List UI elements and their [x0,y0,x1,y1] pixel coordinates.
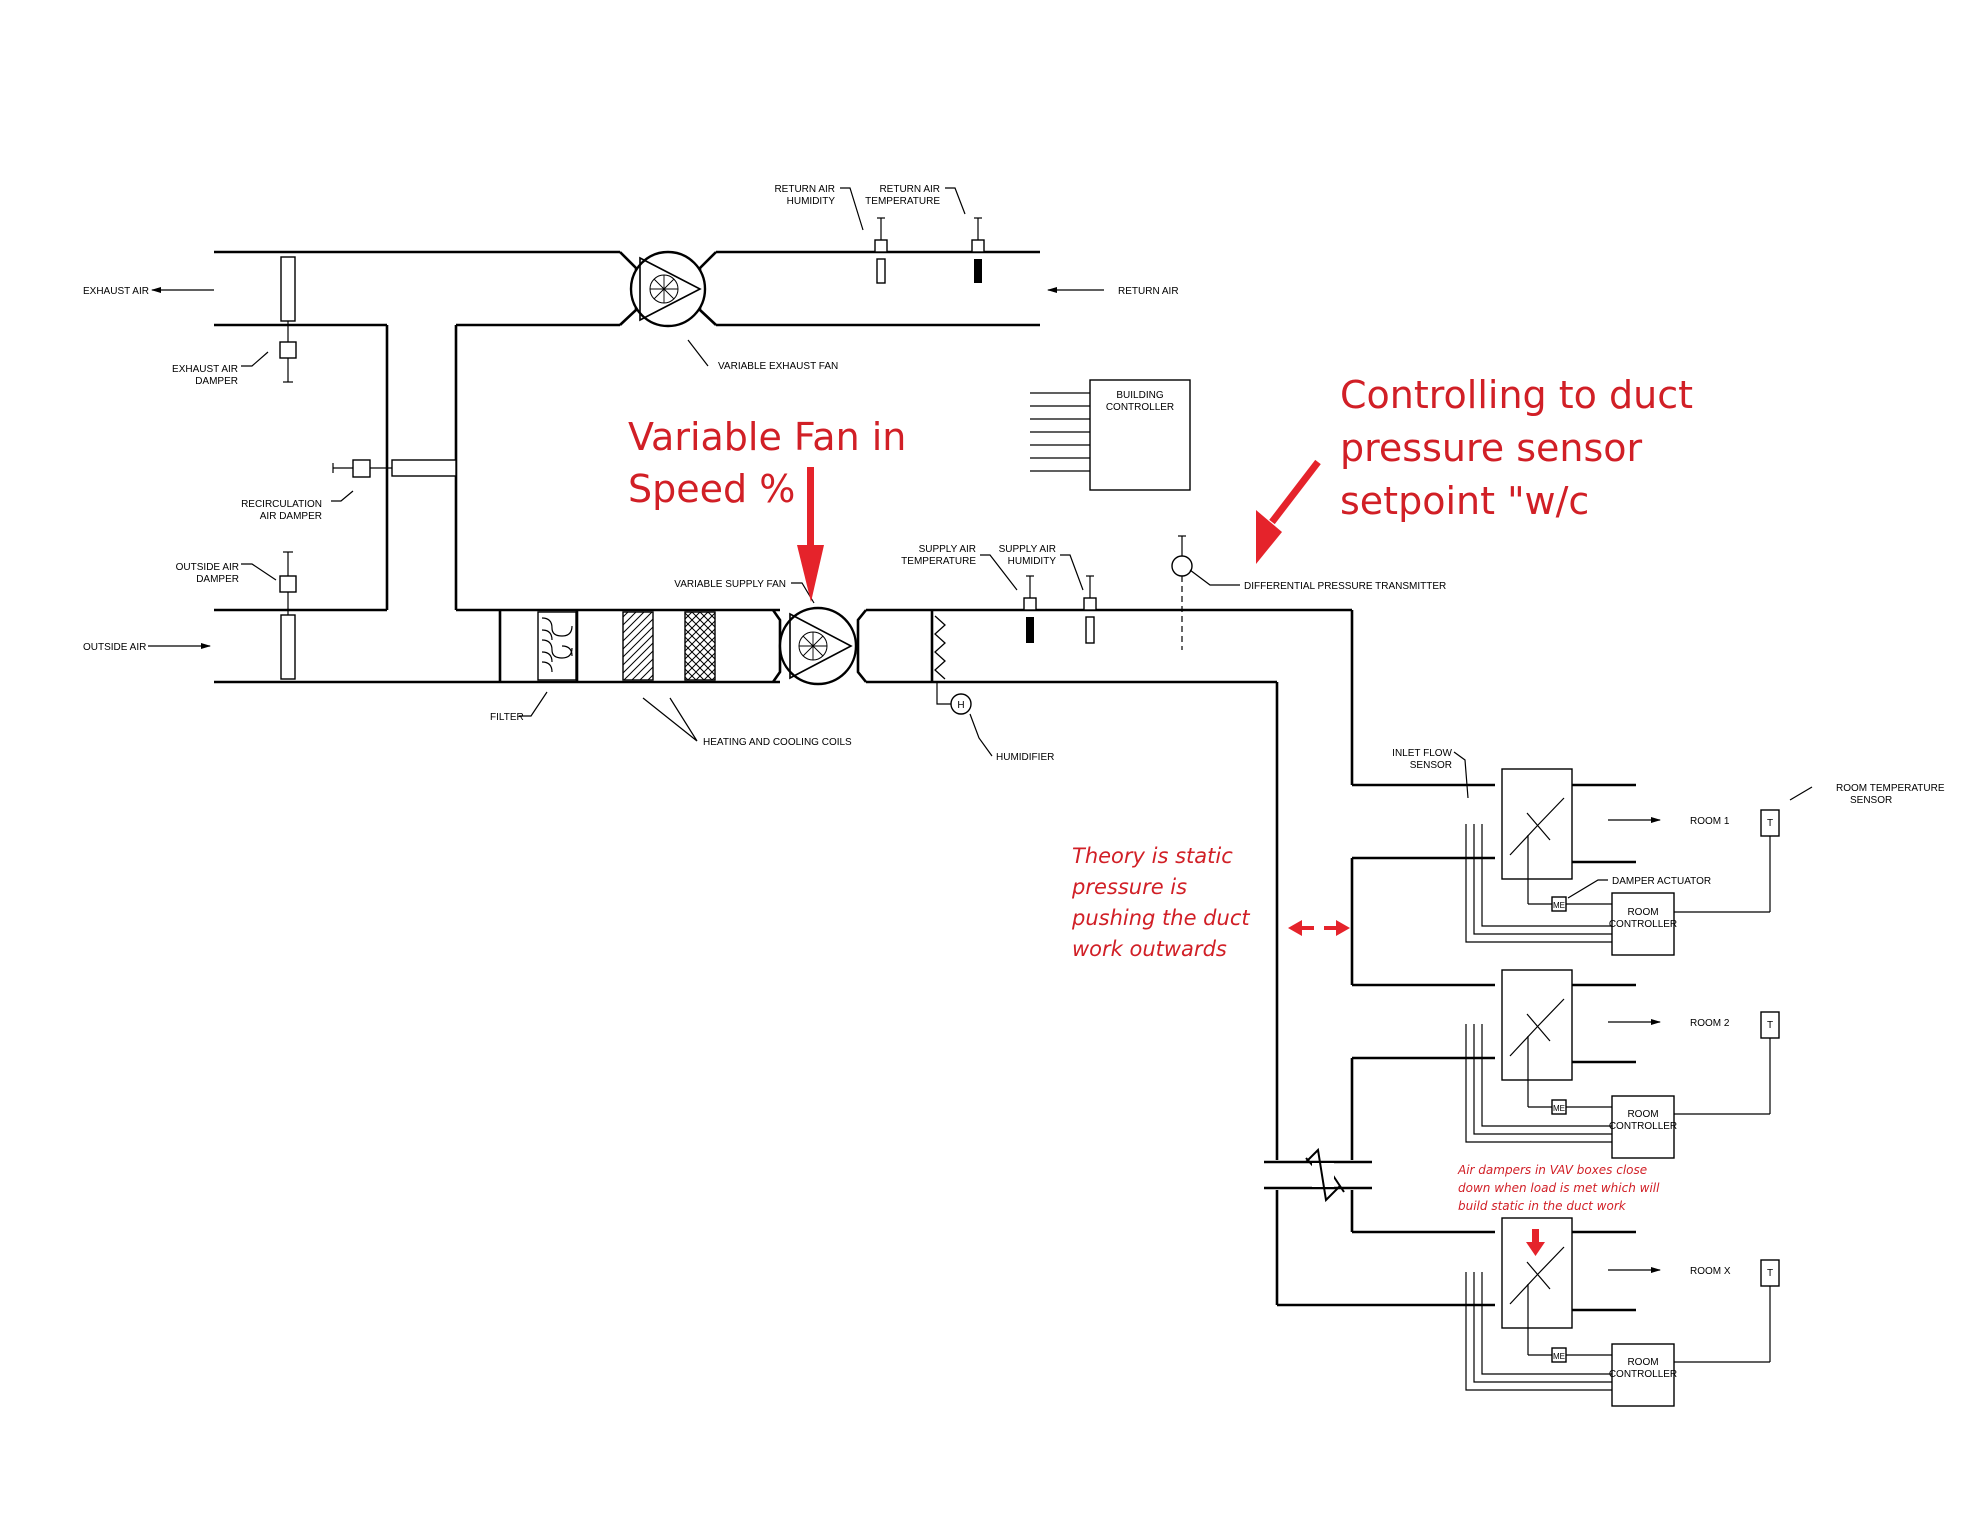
room-temperature-sensor-label-1: ROOM TEMPERATURE [1836,783,1945,794]
room-2-label: ROOM 2 [1690,1018,1730,1029]
inlet-flow-sensor-label-1: INLET FLOW [1392,748,1452,759]
building-controller-label-1: BUILDING [1116,390,1163,401]
filter-label: FILTER [490,712,524,723]
vav-box-room-2 [1465,969,1780,1159]
air-dampers-annotation-2: down when load is met which will [1458,1181,1660,1195]
return-air-temperature-sensor [971,217,985,283]
air-dampers-annotation-1: Air dampers in VAV boxes close [1457,1163,1647,1177]
exhaust-air-label: EXHAUST AIR [83,286,149,297]
theory-annotation-4: work outwards [1072,937,1227,961]
annotations: Variable Fan in Speed % Controlling to d… [628,373,1693,1213]
duct-break-symbol [1264,1147,1372,1203]
variable-exhaust-fan [619,250,717,328]
room-controller-x-label-1: ROOM [1627,1357,1658,1368]
room-controller-1-label-1: ROOM [1627,907,1658,918]
thermostat-symbol-1: T [1767,818,1773,829]
outside-air-damper-label-1: OUTSIDE AIR [176,562,239,573]
return-air-humidity-label-1: RETURN AIR [774,184,835,195]
theory-annotation-3: pushing the duct [1071,906,1250,930]
variable-supply-fan-label: VARIABLE SUPPLY FAN [674,579,786,590]
humidifier: H [930,610,972,715]
humidifier-label: HUMIDIFIER [996,752,1054,763]
actuator-symbol-1: ME [1553,901,1565,910]
cooling-coil [684,611,716,681]
differential-pressure-transmitter-label: DIFFERENTIAL PRESSURE TRANSMITTER [1244,581,1446,592]
theory-annotation-1: Theory is static [1072,844,1233,868]
room-1-label: ROOM 1 [1690,816,1730,827]
return-air-label: RETURN AIR [1118,286,1179,297]
actuator-symbol-2: ME [1553,1104,1565,1113]
variable-fan-annotation-1: Variable Fan in [628,415,906,459]
filter [498,610,579,682]
controlling-annotation-2: pressure sensor [1340,426,1643,470]
recirculation-air-damper-label-1: RECIRCULATION [241,499,322,510]
thermostat-symbol-x: T [1767,1268,1773,1279]
variable-exhaust-fan-label: VARIABLE EXHAUST FAN [718,361,838,372]
outside-air-label: OUTSIDE AIR [83,642,146,653]
building-controller-label-2: CONTROLLER [1106,402,1174,413]
room-controller-1-label-2: CONTROLLER [1609,919,1677,930]
variable-supply-fan [771,606,868,686]
room-controller-2-label-1: ROOM [1627,1109,1658,1120]
variable-fan-annotation-2: Speed % [628,467,795,511]
supply-air-humidity-label-2: HUMIDITY [1008,556,1057,567]
damper-actuator-label: DAMPER ACTUATOR [1612,876,1711,887]
vav-box-room-1 [1465,768,1780,956]
exhaust-air-damper-label-1: EXHAUST AIR [172,364,238,375]
building-controller: BUILDING CONTROLLER [1030,379,1191,491]
room-x-label: ROOM X [1690,1266,1731,1277]
room-controller-x-label-2: CONTROLLER [1609,1369,1677,1380]
return-air-humidity-sensor [874,217,888,284]
red-arrows [797,459,1545,1256]
supply-air-temperature-sensor [1023,575,1037,643]
return-air-temperature-label-1: RETURN AIR [879,184,940,195]
thermostat-symbol-2: T [1767,1020,1773,1031]
air-dampers-annotation-3: build static in the duct work [1458,1199,1627,1213]
controlling-annotation-1: Controlling to duct [1340,373,1693,417]
recirculation-air-damper [332,459,457,478]
inlet-flow-sensor-label-2: SENSOR [1410,760,1452,771]
leader-lines [241,187,1813,899]
differential-pressure-transmitter [1171,535,1193,650]
theory-annotation-2: pressure is [1071,875,1187,899]
recirculation-air-damper-label-2: AIR DAMPER [260,511,322,522]
supply-air-humidity-sensor [1083,575,1097,644]
ductwork [214,250,1495,1307]
supply-air-temperature-label-1: SUPPLY AIR [919,544,976,555]
outside-air-damper-label-2: DAMPER [196,574,239,585]
heating-coil [622,611,654,681]
supply-air-temperature-label-2: TEMPERATURE [901,556,976,567]
component-labels: EXHAUST AIR EXHAUST AIR DAMPER RECIRCULA… [83,184,1945,1380]
room-controller-2-label-2: CONTROLLER [1609,1121,1677,1132]
exhaust-air-damper [279,256,297,383]
outside-air-damper [279,551,297,680]
exhaust-air-damper-label-2: DAMPER [195,376,238,387]
supply-air-humidity-label-1: SUPPLY AIR [999,544,1056,555]
return-air-humidity-label-2: HUMIDITY [787,196,836,207]
humidifier-symbol: H [957,700,964,711]
actuator-symbol-x: ME [1553,1352,1565,1361]
heating-and-cooling-coils-label: HEATING AND COOLING COILS [703,737,852,748]
flow-arrows [148,287,1104,649]
controlling-annotation-3: setpoint "w/c [1340,479,1589,523]
return-air-temperature-label-2: TEMPERATURE [865,196,940,207]
room-temperature-sensor-label-2: SENSOR [1850,795,1892,806]
